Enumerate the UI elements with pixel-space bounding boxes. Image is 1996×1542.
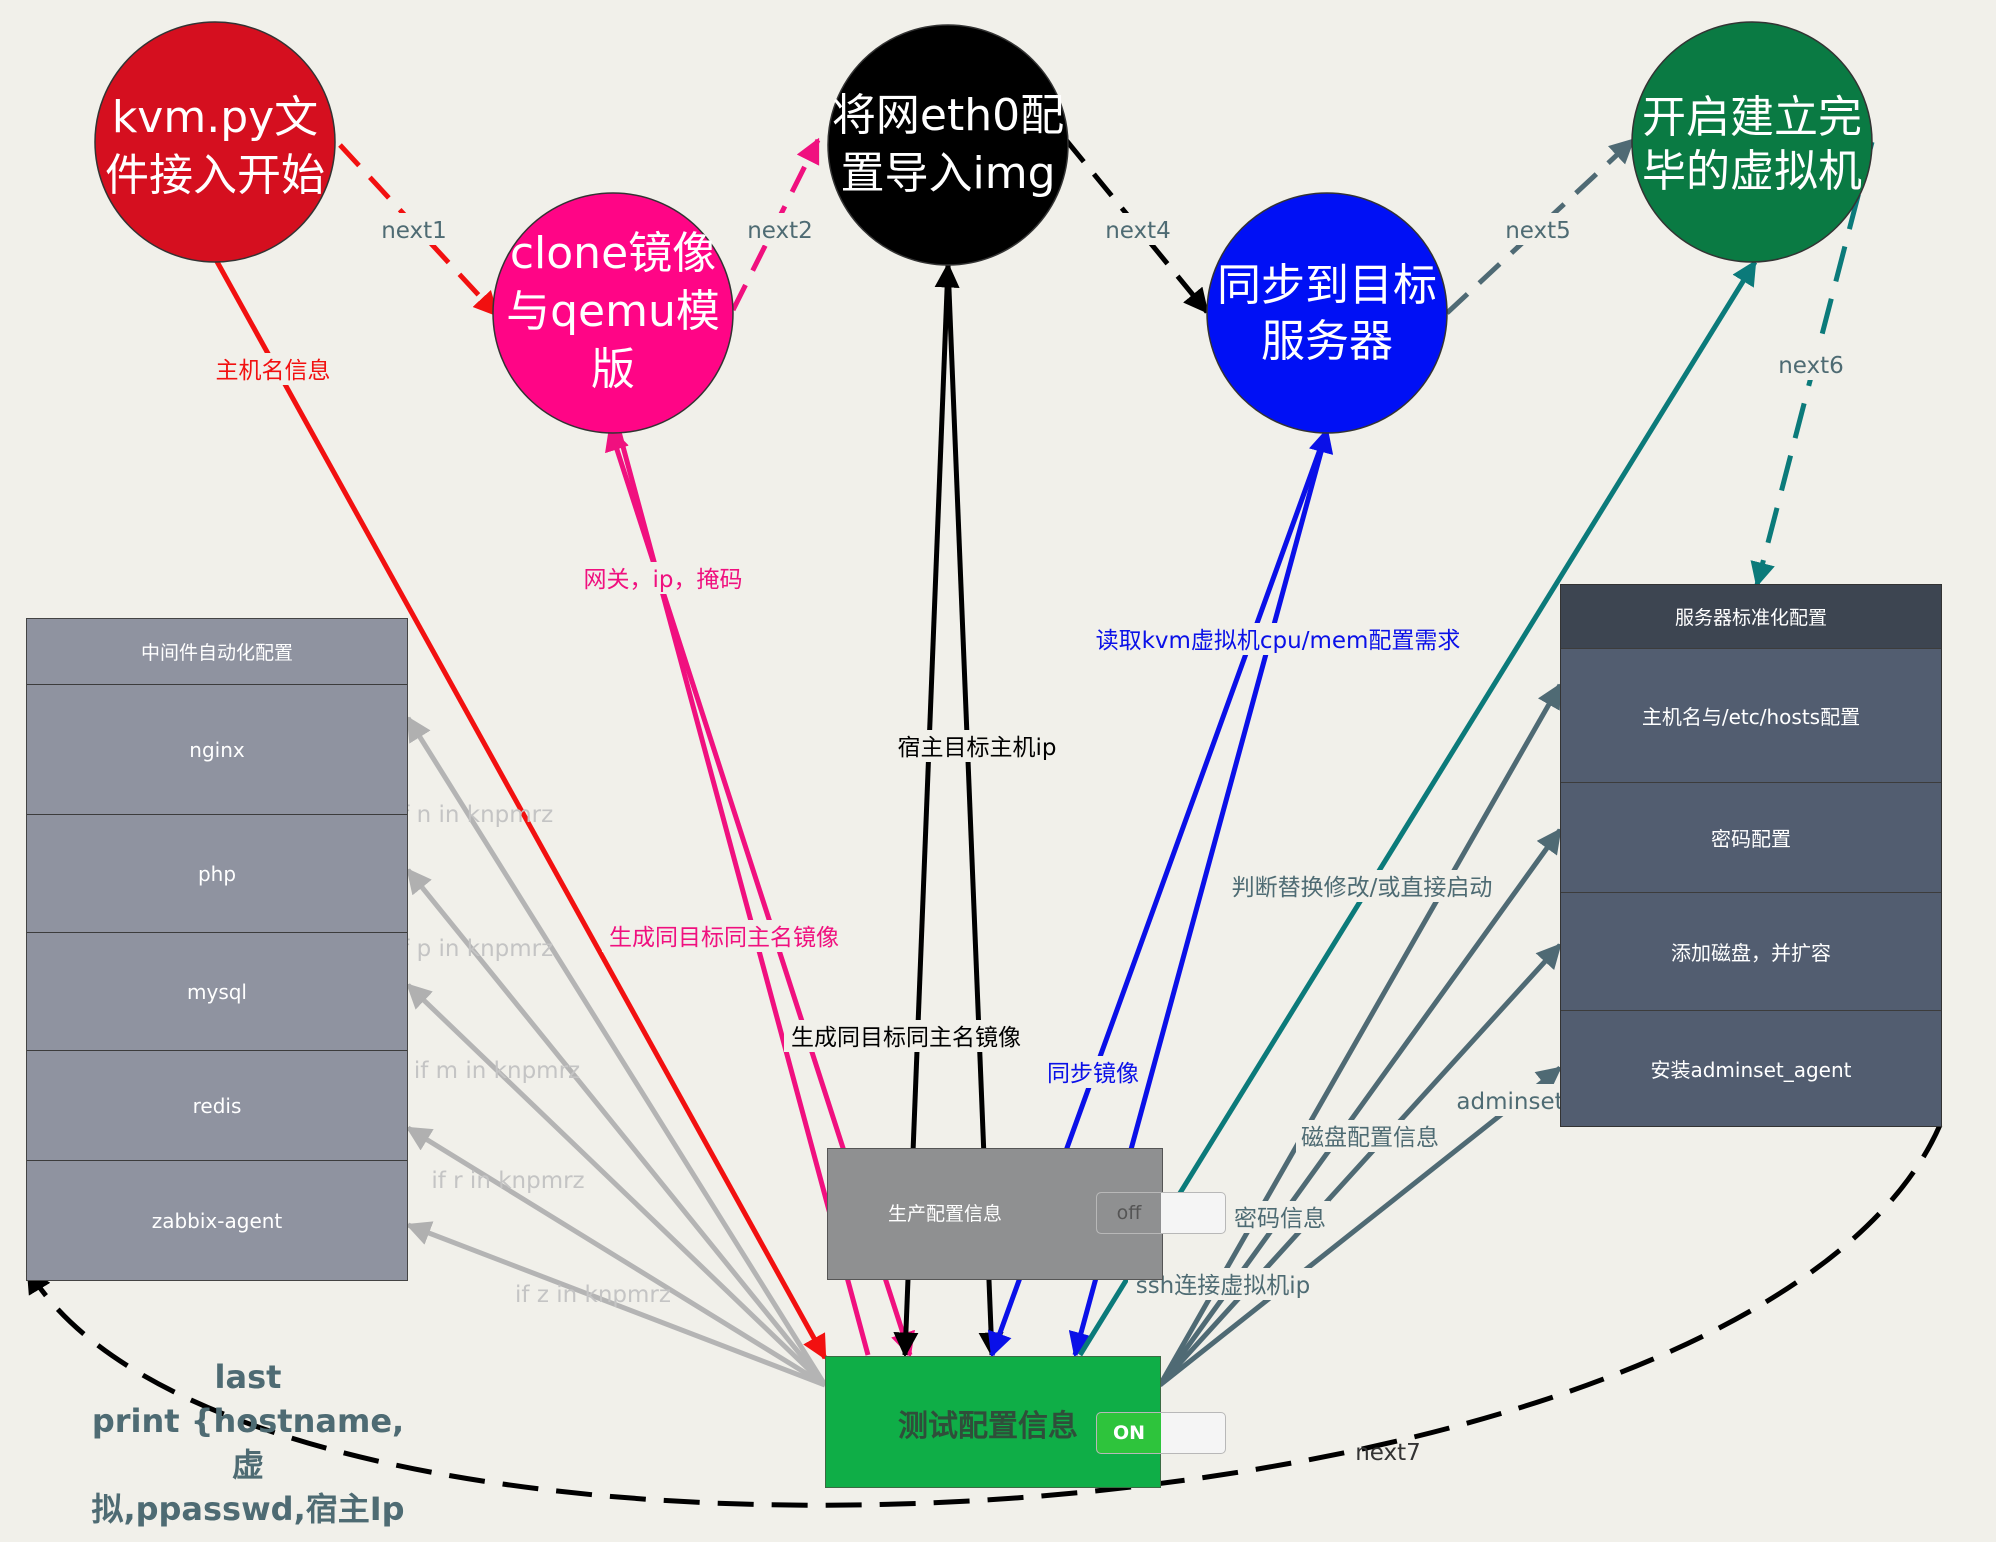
server-config-panel: 服务器标准化配置 主机名与/etc/hosts配置 密码配置 添加磁盘，并扩容 … <box>1560 584 1942 1127</box>
label-password-info: 密码信息 <box>1234 1206 1326 1232</box>
label-next1: next1 <box>381 218 447 244</box>
label-next2: next2 <box>747 218 813 244</box>
label-ssh: ssh连接虚拟机ip <box>1136 1273 1311 1299</box>
test-toggle-state: ON <box>1097 1413 1161 1453</box>
production-config-label: 生产配置信息 <box>888 1203 1003 1225</box>
label-hostname: 主机名信息 <box>216 358 331 384</box>
label-read-kvm: 读取kvm虚拟机cpu/mem配置需求 <box>1096 628 1461 654</box>
node-kvm: kvm.py文 件接入开始 <box>94 21 336 263</box>
next7-arrow <box>25 1123 1943 1508</box>
node-start-line-2: 毕的虚拟机 <box>1642 146 1862 197</box>
label-gen-image-1: 生成同目标同主名镜像 <box>609 925 839 951</box>
middleware-item-redis[interactable]: redis <box>27 1050 407 1160</box>
node-sync-line-2: 服务器 <box>1261 316 1393 367</box>
last-print-note: last print {hostname,虚 拟,ppasswd,宿主Ip <box>78 1355 418 1531</box>
node-sync-line-1: 同步到目标 <box>1217 260 1437 311</box>
last-note-line-3: 拟,ppasswd,宿主Ip <box>91 1490 405 1528</box>
label-next4: next4 <box>1105 218 1171 244</box>
label-sync-image: 同步镜像 <box>1047 1061 1139 1087</box>
node-clone-line-1: clone镜像 <box>510 228 716 279</box>
middleware-item-mysql[interactable]: mysql <box>27 932 407 1050</box>
node-kvm-line-1: kvm.py文 <box>112 92 318 143</box>
middleware-title: 中间件自动化配置 <box>140 642 293 664</box>
node-eth0: 将网eth0配 置导入img <box>827 24 1069 266</box>
node-start: 开启建立完 毕的虚拟机 <box>1631 21 1873 263</box>
middleware-item-php[interactable]: php <box>27 814 407 932</box>
node-clone-line-3: 版 <box>591 344 635 395</box>
last-note-line-2: print {hostname,虚 <box>91 1402 405 1484</box>
node-kvm-line-2: 件接入开始 <box>105 150 325 201</box>
label-host-target-ip: 宿主目标主机ip <box>898 735 1057 761</box>
label-disk-config: 磁盘配置信息 <box>1301 1125 1439 1151</box>
label-next7: next7 <box>1355 1440 1421 1466</box>
node-eth0-line-2: 置导入img <box>840 148 1055 199</box>
middleware-panel: 中间件自动化配置 nginx php mysql redis zabbix-ag… <box>26 618 408 1281</box>
label-if-r: if r in knpmrz <box>431 1168 584 1194</box>
production-toggle-state: off <box>1097 1193 1161 1233</box>
last-note-line-1: last <box>214 1358 282 1396</box>
node-sync: 同步到目标 服务器 <box>1206 192 1448 434</box>
label-adminset: adminset <box>1456 1089 1563 1115</box>
server-config-item-disk[interactable]: 添加磁盘，并扩容 <box>1561 892 1941 1010</box>
label-if-n: if n in knpmrz <box>395 802 553 828</box>
judge-arrow <box>1077 259 1758 1357</box>
node-eth0-line-1: 将网eth0配 <box>832 90 1064 141</box>
server-config-item-adminset-agent[interactable]: 安装adminset_agent <box>1561 1010 1941 1126</box>
test-toggle[interactable]: ON <box>1096 1412 1226 1454</box>
middleware-item-zabbix-agent[interactable]: zabbix-agent <box>27 1160 407 1280</box>
label-gateway: 网关，ip，掩码 <box>584 567 743 593</box>
server-config-item-password[interactable]: 密码配置 <box>1561 782 1941 892</box>
label-next6: next6 <box>1778 353 1844 379</box>
server-config-title: 服务器标准化配置 <box>1561 585 1941 648</box>
label-if-m: if m in knpmrz <box>414 1058 580 1084</box>
node-clone-line-2: 与qemu模 <box>506 286 720 337</box>
label-if-p: if p in knpmrz <box>395 936 553 962</box>
label-if-z: if z in knpmrz <box>515 1282 671 1308</box>
middleware-item-nginx[interactable]: nginx <box>27 684 407 814</box>
node-clone: clone镜像 与qemu模 版 <box>492 192 734 434</box>
server-config-item-hosts[interactable]: 主机名与/etc/hosts配置 <box>1561 648 1941 782</box>
test-config-label: 测试配置信息 <box>898 1409 1078 1444</box>
production-toggle[interactable]: off <box>1096 1192 1226 1234</box>
label-next5: next5 <box>1505 218 1571 244</box>
node-start-line-1: 开启建立完 <box>1642 92 1862 143</box>
label-gen-image-2: 生成同目标同主名镜像 <box>791 1025 1021 1051</box>
label-judge: 判断替换修改/或直接启动 <box>1232 875 1493 901</box>
